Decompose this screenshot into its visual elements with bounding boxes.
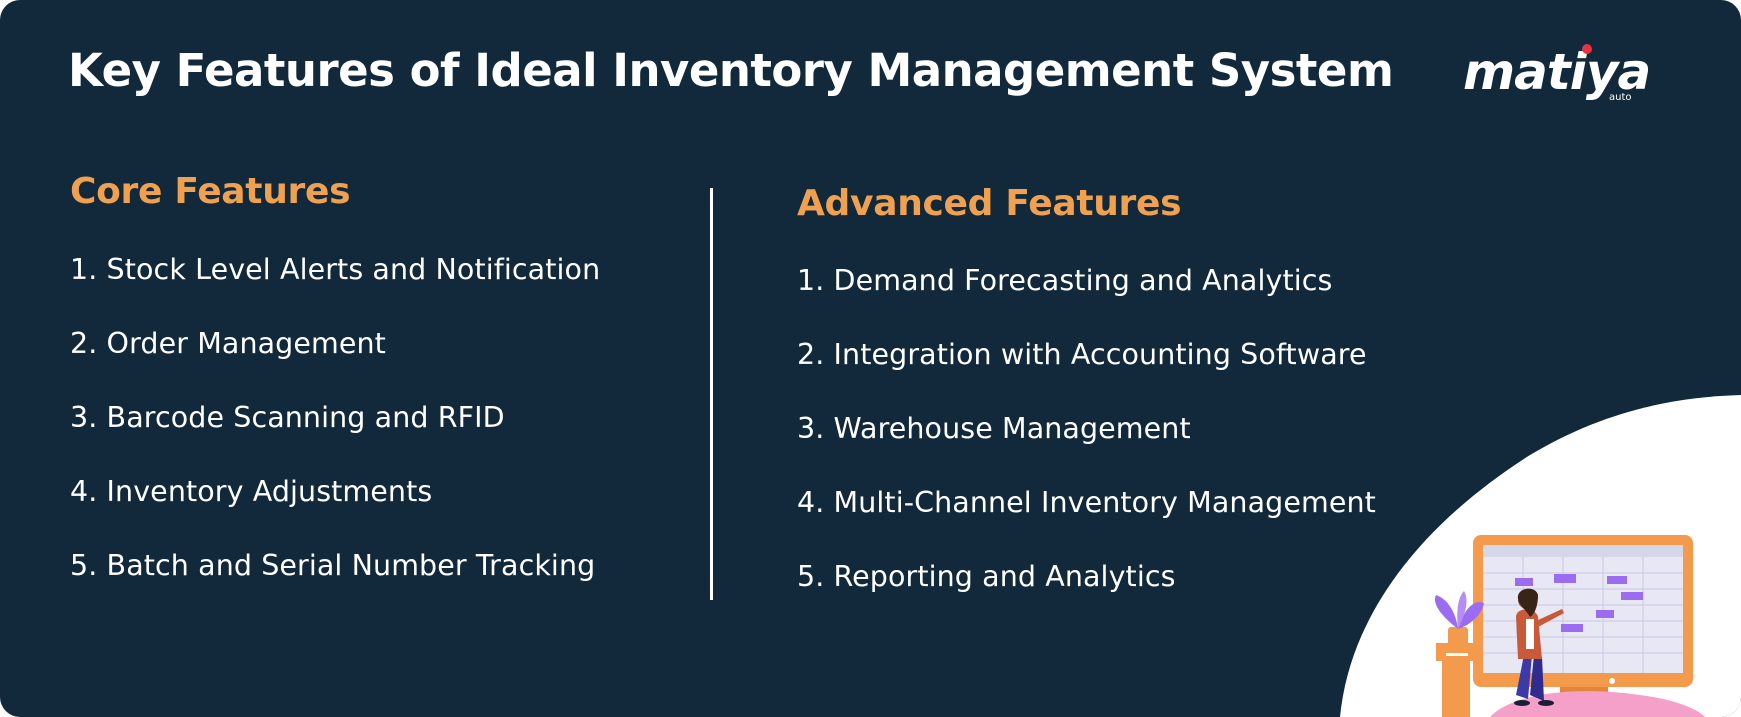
advanced-features-heading: Advanced Features <box>797 183 1182 224</box>
monitor-icon <box>1473 535 1693 711</box>
list-item: 3. Warehouse Management <box>797 412 1191 445</box>
core-features-heading: Core Features <box>70 171 351 212</box>
list-item: 2. Integration with Accounting Software <box>797 338 1367 371</box>
advanced-features-list: 1. Demand Forecasting and Analytics 2. I… <box>797 264 1376 634</box>
page-title: Key Features of Ideal Inventory Manageme… <box>68 44 1394 97</box>
list-item: 4. Inventory Adjustments <box>70 475 433 508</box>
list-item: 5. Batch and Serial Number Tracking <box>70 549 596 582</box>
logo-wordmark: matiya <box>1463 43 1651 101</box>
core-features-list: 1. Stock Level Alerts and Notification 2… <box>70 253 600 623</box>
inventory-illustration <box>1340 395 1741 717</box>
logo-subtext: auto <box>1609 92 1632 103</box>
column-divider <box>710 188 713 600</box>
person-icon <box>1514 588 1564 706</box>
list-item: 2. Order Management <box>70 327 386 360</box>
plant-icon <box>1434 591 1484 717</box>
list-item: 5. Reporting and Analytics <box>797 560 1176 593</box>
list-item: 1. Stock Level Alerts and Notification <box>70 253 601 286</box>
logo-dot <box>1582 44 1592 54</box>
list-item: 1. Demand Forecasting and Analytics <box>797 264 1333 297</box>
list-item: 4. Multi-Channel Inventory Management <box>797 486 1376 519</box>
list-item: 3. Barcode Scanning and RFID <box>70 401 505 434</box>
brand-logo: matiya auto <box>1463 42 1673 112</box>
